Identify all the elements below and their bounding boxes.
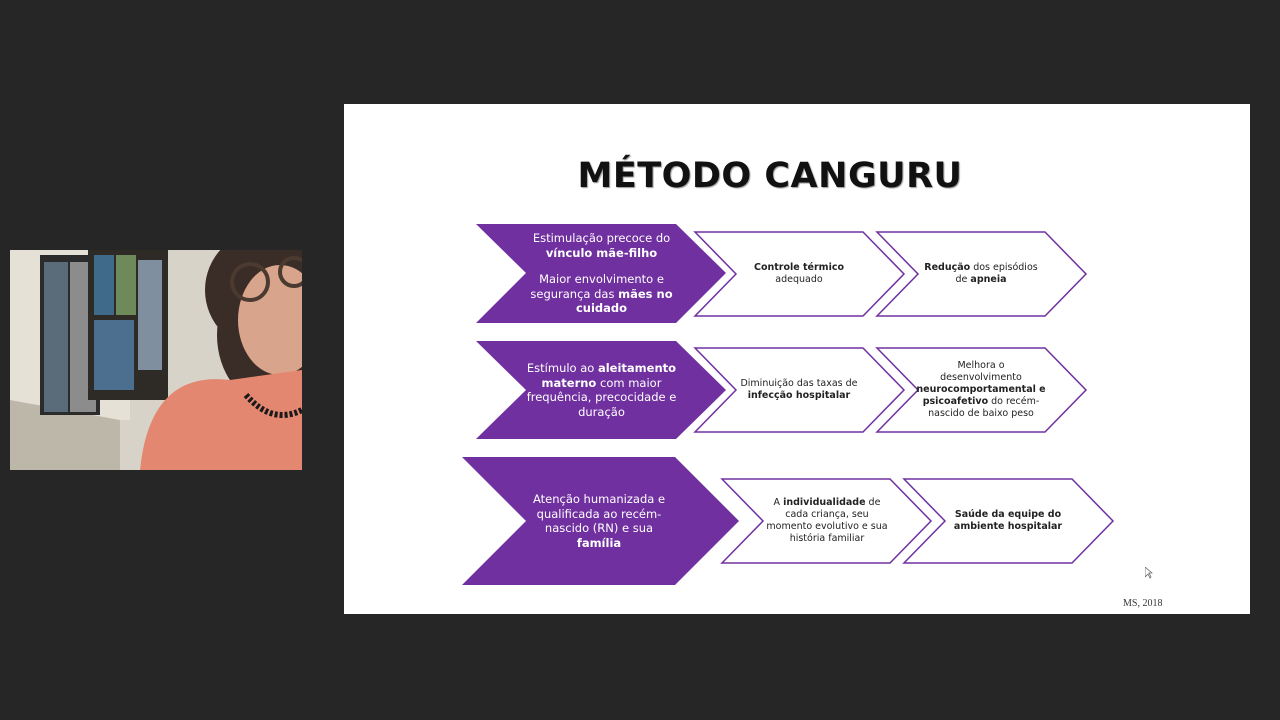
row1-chevron-1 [693, 231, 906, 317]
participant-video-tile[interactable] [10, 250, 302, 470]
row3-chevron-1 [720, 478, 933, 564]
row1-chevron-2 [875, 231, 1088, 317]
row3-chevron-2 [902, 478, 1115, 564]
mouse-pointer-icon [1145, 567, 1153, 579]
row2-main-arrow [476, 341, 726, 439]
row2-chevron-2 [875, 347, 1088, 433]
slide-source-credit: MS, 2018 [1123, 598, 1163, 609]
row1-main-arrow [476, 224, 726, 323]
slide-title: MÉTODO CANGURU [577, 156, 963, 196]
row2-chevron-1 [693, 347, 906, 433]
row3-main-arrow [462, 457, 739, 585]
person-webcam-icon [10, 250, 302, 470]
